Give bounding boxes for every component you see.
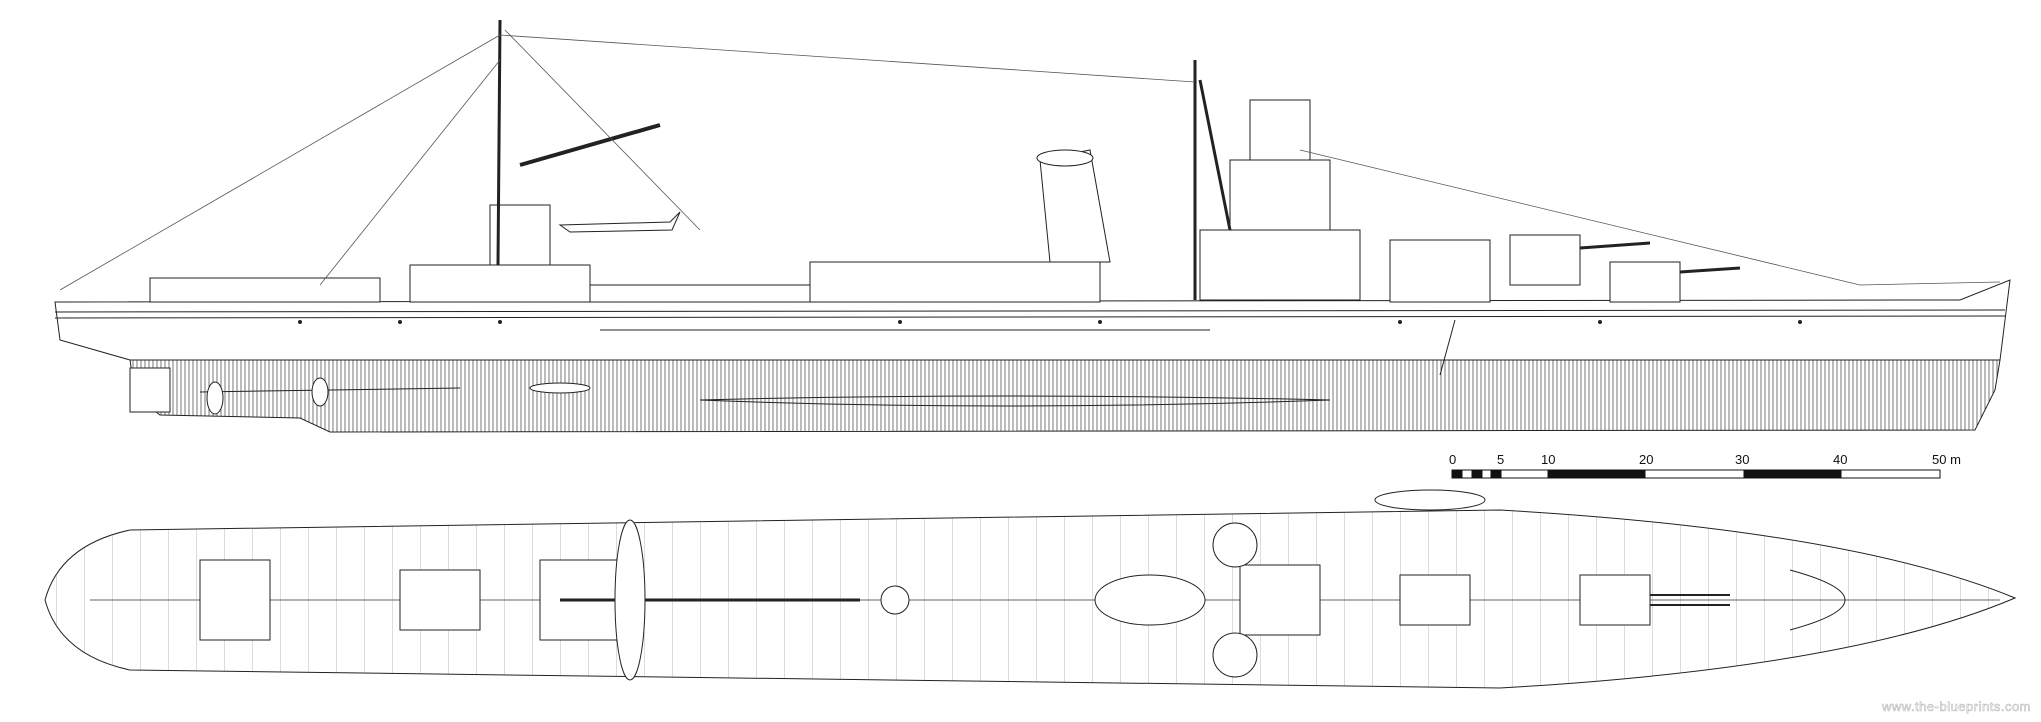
seaplane-top (614, 519, 646, 681)
crane (519, 123, 661, 167)
rudder (129, 367, 171, 413)
scale-label-40: 40 (1833, 452, 1848, 467)
boat (1374, 489, 1486, 511)
propeller (311, 377, 329, 407)
top-view (44, 489, 2017, 689)
bilge-keel (699, 395, 1331, 407)
hull-topsides (54, 279, 2011, 361)
scale-label-10: 10 (1541, 452, 1556, 467)
main-mast (496, 19, 502, 266)
scale-label-20: 20 (1639, 452, 1654, 467)
scale-label-30: 30 (1735, 452, 1750, 467)
funnel (1039, 149, 1111, 263)
scale-bar (1451, 469, 1941, 479)
propeller (206, 381, 224, 415)
deck-outline (44, 509, 2017, 689)
seaplane (558, 211, 681, 233)
rigging (59, 29, 2001, 291)
scale-label-0: 0 (1449, 452, 1457, 467)
propeller-shaft (199, 387, 461, 393)
scale-label-5: 5 (1497, 452, 1505, 467)
watermark: www.the-blueprints.com (1882, 699, 2031, 715)
gun-turret-top (1579, 574, 1651, 626)
scale-label-50: 50 m (1932, 452, 1961, 467)
gun-turret-top (1399, 574, 1471, 626)
bridge-top (1239, 564, 1321, 636)
gun-turret (1509, 234, 1581, 286)
portholes (298, 320, 1802, 324)
funnel-top (1094, 574, 1206, 626)
side-profile (54, 19, 2011, 433)
gun-turret (1609, 261, 1681, 303)
